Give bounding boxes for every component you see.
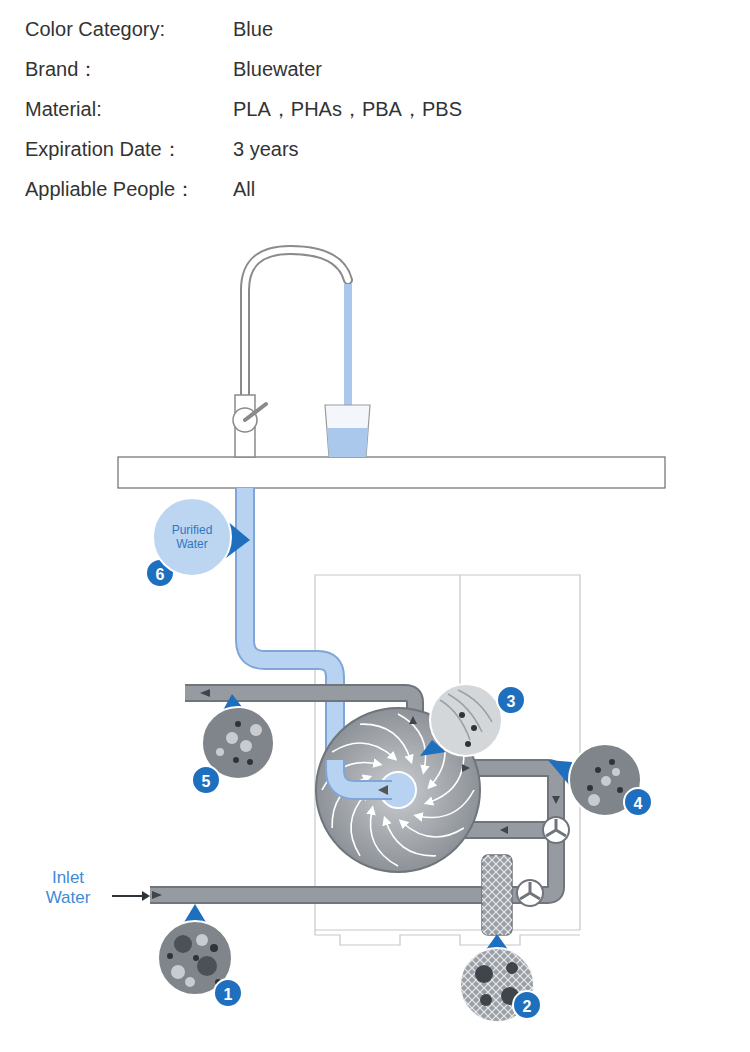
inlet-arrow	[112, 895, 146, 897]
inlet-arrow	[142, 891, 150, 901]
callout-number: 3	[496, 685, 526, 715]
callout-number: 1	[213, 978, 243, 1008]
filter-cartridge	[482, 855, 512, 935]
callout-number: 2	[512, 990, 542, 1020]
callout-number: 5	[191, 765, 221, 795]
spec-value: PLA，PHAs，PBA，PBS	[233, 97, 462, 121]
spec-name: Material:	[25, 97, 102, 121]
spec-value: All	[233, 177, 255, 201]
countertop	[118, 457, 665, 488]
spec-name: Brand：	[25, 57, 98, 81]
glass	[325, 405, 370, 457]
spec-name: Expiration Date：	[25, 137, 182, 161]
bubble-text: Purified Water	[162, 523, 222, 551]
callout-pointer	[183, 520, 572, 951]
purified-pipe-end	[335, 760, 392, 790]
purified-pipe-end	[335, 760, 392, 790]
flow-arrow	[378, 785, 388, 795]
callout-number: 4	[623, 787, 653, 817]
callout-bubble: Purified Water	[152, 497, 232, 577]
pump	[517, 817, 569, 906]
spec-value: Blue	[233, 17, 273, 41]
spec-value: 3 years	[233, 137, 299, 161]
callout-bubble	[430, 684, 502, 756]
spec-name: Appliable People：	[25, 177, 195, 201]
inlet-label: Inlet Water	[40, 868, 96, 908]
spec-name: Color Category:	[25, 17, 165, 41]
spec-value: Bluewater	[233, 57, 322, 81]
